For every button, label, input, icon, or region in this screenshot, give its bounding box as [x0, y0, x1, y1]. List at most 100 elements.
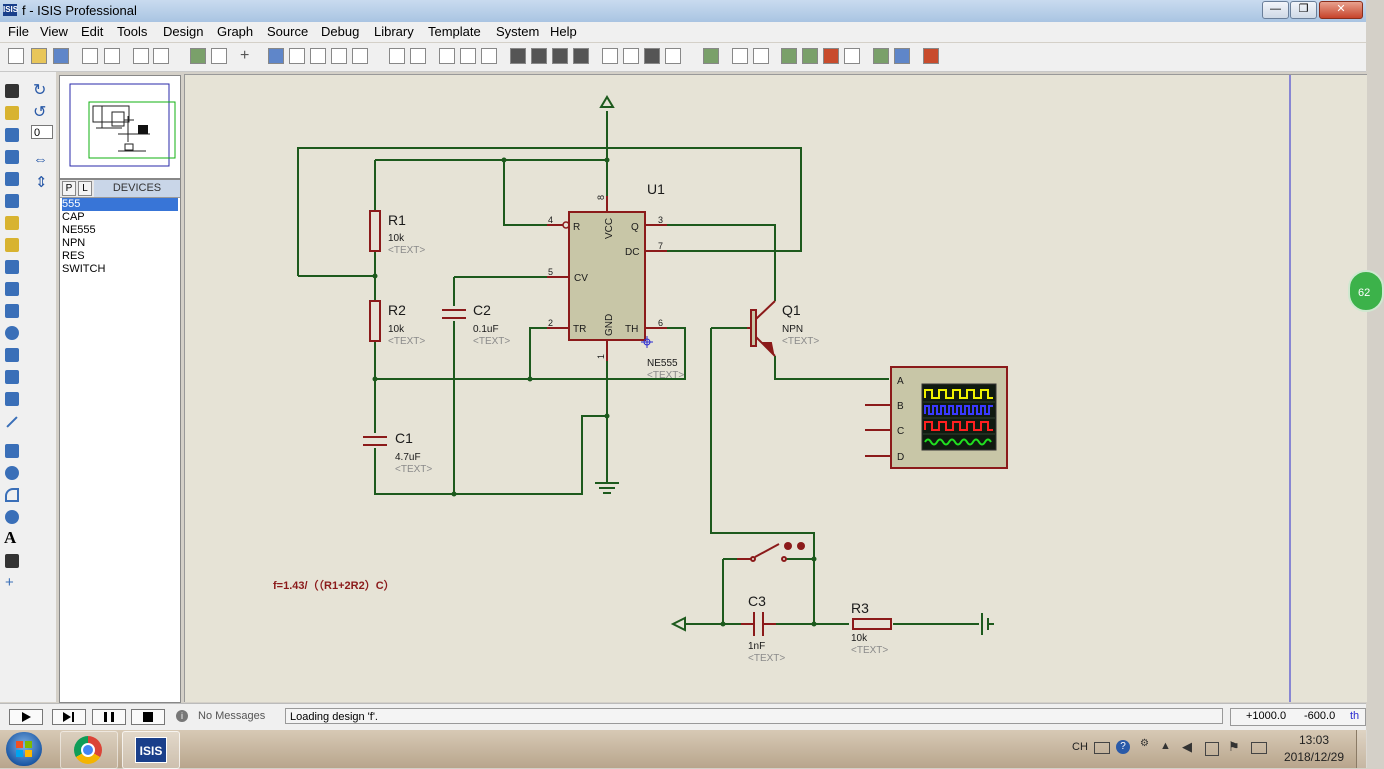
- capacitor-c2[interactable]: [442, 309, 466, 319]
- add-sheet-icon[interactable]: [802, 48, 818, 64]
- start-button[interactable]: [6, 732, 42, 766]
- device-item-555[interactable]: 555: [62, 198, 178, 211]
- block-copy-icon[interactable]: [510, 48, 526, 64]
- print-icon[interactable]: [133, 48, 149, 64]
- device-item-switch[interactable]: SWITCH: [62, 263, 106, 275]
- print-area-icon[interactable]: [153, 48, 169, 64]
- menu-design[interactable]: Design: [163, 24, 204, 39]
- step-button[interactable]: [52, 709, 86, 725]
- resistor-r1[interactable]: [369, 210, 381, 252]
- make-device-icon[interactable]: [623, 48, 639, 64]
- zoom-out-icon[interactable]: [310, 48, 326, 64]
- menu-file[interactable]: File: [8, 24, 29, 39]
- taskbar-isis-button[interactable]: ISIS: [122, 731, 180, 769]
- tape-recorder-icon[interactable]: [5, 304, 19, 318]
- search-tag-icon[interactable]: [732, 48, 748, 64]
- electrical-rule-check-icon[interactable]: [894, 48, 910, 64]
- play-button[interactable]: [9, 709, 43, 725]
- menu-help[interactable]: Help: [550, 24, 577, 39]
- circle-tool-icon[interactable]: [5, 466, 19, 480]
- symbol-tool-icon[interactable]: [5, 554, 19, 568]
- paste-icon[interactable]: [481, 48, 497, 64]
- switch-toggle-right[interactable]: [797, 542, 805, 550]
- open-folder-icon[interactable]: [31, 48, 47, 64]
- schematic-drawing[interactable]: R1 10k <TEXT> R2 10k <TEXT> C1 4.7uF <TE…: [185, 75, 1367, 702]
- pick-devices-button[interactable]: P: [62, 181, 76, 196]
- new-file-icon[interactable]: [8, 48, 24, 64]
- import-icon[interactable]: [82, 48, 98, 64]
- minimize-button[interactable]: —: [1262, 1, 1289, 19]
- arc-tool-icon[interactable]: [5, 488, 19, 502]
- pan-icon[interactable]: [268, 48, 284, 64]
- menu-tools[interactable]: Tools: [117, 24, 148, 39]
- device-item-ne555[interactable]: NE555: [62, 224, 96, 236]
- input-language[interactable]: CH: [1072, 741, 1088, 753]
- selection-mode-icon[interactable]: [5, 84, 19, 98]
- text-script-icon[interactable]: [5, 172, 19, 186]
- device-pins-icon[interactable]: [5, 260, 19, 274]
- block-rotate-icon[interactable]: [552, 48, 568, 64]
- zoom-in-icon[interactable]: [289, 48, 305, 64]
- block-move-icon[interactable]: [531, 48, 547, 64]
- menu-graph[interactable]: Graph: [217, 24, 254, 39]
- decompose-icon[interactable]: [665, 48, 681, 64]
- ares-netlist-icon[interactable]: [923, 48, 939, 64]
- switch[interactable]: [737, 543, 787, 562]
- messages-status[interactable]: No Messages: [198, 710, 266, 722]
- show-hidden-icons-icon[interactable]: ▲: [1160, 740, 1171, 752]
- copy-icon[interactable]: [460, 48, 476, 64]
- rotate-cw-icon[interactable]: ↻: [33, 82, 47, 99]
- menu-debug[interactable]: Debug: [321, 24, 360, 39]
- capacitor-c1[interactable]: [363, 436, 387, 446]
- bill-of-materials-icon[interactable]: [873, 48, 889, 64]
- component-mode-icon[interactable]: [5, 106, 19, 120]
- mirror-x-icon[interactable]: ⇔: [33, 151, 48, 168]
- pick-device-icon[interactable]: [602, 48, 618, 64]
- grid-icon[interactable]: [211, 48, 227, 64]
- ground-terminal[interactable]: [595, 482, 619, 494]
- new-sheet-icon[interactable]: [781, 48, 797, 64]
- oscilloscope[interactable]: [865, 366, 1008, 469]
- current-probe-icon[interactable]: [5, 370, 19, 384]
- rotation-angle-field[interactable]: 0: [31, 125, 53, 139]
- power-terminal[interactable]: [599, 95, 615, 108]
- library-manager-button[interactable]: L: [78, 181, 92, 196]
- path-tool-icon[interactable]: [5, 510, 19, 524]
- clock-time[interactable]: 13:03: [1298, 733, 1330, 747]
- terminals-icon[interactable]: [5, 238, 19, 252]
- menu-edit[interactable]: Edit: [81, 24, 104, 39]
- redo-icon[interactable]: [410, 48, 426, 64]
- menu-view[interactable]: View: [40, 24, 68, 39]
- resistor-r3[interactable]: [852, 618, 892, 630]
- virtual-instruments-icon[interactable]: [5, 392, 19, 406]
- text-tool-icon[interactable]: A: [4, 528, 17, 547]
- block-delete-icon[interactable]: [573, 48, 589, 64]
- resistor-r2[interactable]: [369, 300, 381, 342]
- device-icon[interactable]: [1205, 742, 1219, 756]
- network-icon[interactable]: [1251, 742, 1267, 754]
- volume-icon[interactable]: ◀: [1182, 739, 1192, 754]
- voltage-probe-icon[interactable]: [5, 348, 19, 362]
- origin-icon[interactable]: +: [240, 48, 256, 64]
- package-tool-icon[interactable]: [644, 48, 660, 64]
- device-item-cap[interactable]: CAP: [62, 211, 85, 223]
- line-tool-icon[interactable]: [6, 416, 18, 428]
- subcircuit-icon[interactable]: [5, 216, 19, 230]
- save-icon[interactable]: [53, 48, 69, 64]
- device-item-npn[interactable]: NPN: [62, 237, 86, 249]
- wire-autorouter-icon[interactable]: [703, 48, 719, 64]
- junction-dot-icon[interactable]: [5, 128, 19, 142]
- input-terminal[interactable]: [670, 616, 686, 632]
- ime-settings-icon[interactable]: ⚙: [1140, 738, 1149, 749]
- zoom-area-icon[interactable]: [352, 48, 368, 64]
- switch-toggle-left[interactable]: [784, 542, 792, 550]
- undo-icon[interactable]: [389, 48, 405, 64]
- refresh-icon[interactable]: [190, 48, 206, 64]
- edge-floating-badge[interactable]: 62: [1348, 270, 1384, 312]
- action-center-flag-icon[interactable]: ⚑: [1228, 739, 1240, 754]
- capacitor-c3[interactable]: [741, 612, 776, 636]
- box-tool-icon[interactable]: [5, 444, 19, 458]
- rotate-ccw-icon[interactable]: ↺: [33, 104, 47, 121]
- export-icon[interactable]: [104, 48, 120, 64]
- mirror-y-icon[interactable]: ⇕: [35, 174, 48, 191]
